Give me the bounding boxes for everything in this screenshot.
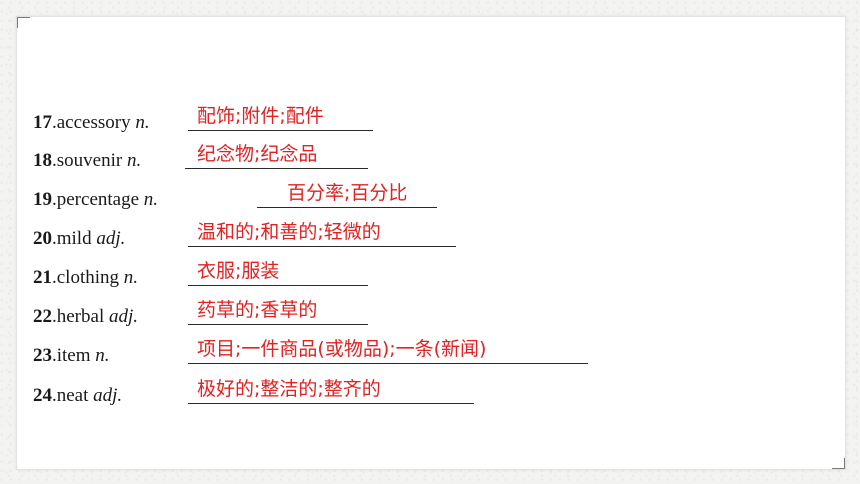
vocab-item-21: 21.clothing n. 衣服;服装 xyxy=(33,259,633,289)
vocab-label: 20.mild adj. xyxy=(33,228,125,250)
answer-blank xyxy=(188,259,368,286)
item-pos: adj. xyxy=(96,228,126,249)
item-word: .mild xyxy=(52,228,97,249)
item-number: 22 xyxy=(33,306,52,327)
item-number: 20 xyxy=(33,228,52,249)
answer-text: 纪念物;纪念品 xyxy=(197,143,318,165)
slide-frame xyxy=(16,16,846,470)
answer-text: 衣服;服装 xyxy=(197,260,280,282)
item-pos: n. xyxy=(135,112,150,133)
answer-text: 百分率;百分比 xyxy=(287,182,408,204)
vocab-label: 19.percentage n. xyxy=(33,189,158,211)
vocab-item-18: 18.souvenir n. 纪念物;纪念品 xyxy=(33,142,633,172)
corner-mark-top-left xyxy=(17,17,30,28)
vocab-item-22: 22.herbal adj. 药草的;香草的 xyxy=(33,298,633,328)
item-word: .accessory xyxy=(52,112,136,133)
answer-blank xyxy=(188,377,474,404)
vocab-label: 18.souvenir n. xyxy=(33,150,141,172)
vocab-item-20: 20.mild adj. 温和的;和善的;轻微的 xyxy=(33,220,633,250)
answer-text: 配饰;附件;配件 xyxy=(197,105,324,127)
vocab-item-19: 19.percentage n. 百分率;百分比 xyxy=(33,181,633,211)
item-number: 23 xyxy=(33,345,52,366)
answer-text: 药草的;香草的 xyxy=(197,299,318,321)
vocab-label: 17.accessory n. xyxy=(33,112,150,134)
vocab-label: 21.clothing n. xyxy=(33,267,138,289)
item-pos: n. xyxy=(123,267,139,288)
item-pos: n. xyxy=(143,189,159,210)
answer-blank xyxy=(257,181,437,208)
item-number: 24 xyxy=(33,385,52,406)
vocab-item-23: 23.item n. 项目;一件商品(或物品);一条(新闻) xyxy=(33,337,633,367)
answer-blank xyxy=(188,220,456,247)
item-pos: adj. xyxy=(93,385,123,406)
item-number: 18 xyxy=(33,150,52,171)
item-word: .item xyxy=(52,345,96,366)
vocab-label: 22.herbal adj. xyxy=(33,306,138,328)
item-word: .percentage xyxy=(52,189,144,210)
answer-blank xyxy=(188,337,588,364)
answer-blank xyxy=(185,142,368,169)
vocab-label: 24.neat adj. xyxy=(33,385,122,407)
answer-blank xyxy=(188,298,368,325)
item-word: .herbal xyxy=(52,306,109,327)
item-number: 17 xyxy=(33,112,52,133)
answer-text: 温和的;和善的;轻微的 xyxy=(197,221,381,243)
answer-text: 极好的;整洁的;整齐的 xyxy=(197,378,381,400)
item-pos: n. xyxy=(95,345,110,366)
item-number: 19 xyxy=(33,189,52,210)
vocab-item-24: 24.neat adj. 极好的;整洁的;整齐的 xyxy=(33,377,633,407)
corner-mark-bottom-right xyxy=(832,458,845,469)
vocab-label: 23.item n. xyxy=(33,345,110,367)
item-word: .clothing xyxy=(52,267,124,288)
item-word: .neat xyxy=(52,385,94,406)
item-number: 21 xyxy=(33,267,52,288)
vocab-item-17: 17.accessory n. 配饰;附件;配件 xyxy=(33,104,633,134)
answer-text: 项目;一件商品(或物品);一条(新闻) xyxy=(197,338,487,360)
item-pos: n. xyxy=(126,150,142,171)
answer-blank xyxy=(188,104,373,131)
item-word: .souvenir xyxy=(52,150,127,171)
item-pos: adj. xyxy=(108,306,139,327)
